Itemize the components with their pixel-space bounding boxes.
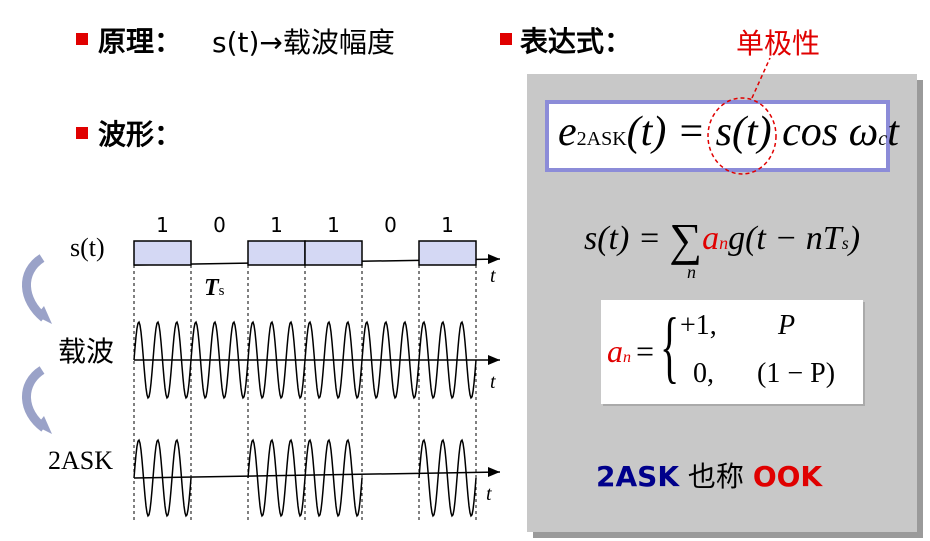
sum-lhs: s(t) = <box>584 220 670 257</box>
symbol-period-t: T <box>204 275 219 301</box>
time-axis-label: t <box>486 483 492 505</box>
ask-wave-segment <box>418 438 477 518</box>
sum-coef: an <box>702 220 728 257</box>
an-case1-value: +1, <box>680 310 717 341</box>
carrier-axis-arrow <box>488 355 500 365</box>
arrow-to-carrier <box>22 254 48 322</box>
unipolar-note: 单极性 <box>736 27 821 60</box>
symbol-period-label: Ts <box>204 275 225 302</box>
main-eq-rhs-sub: c <box>878 128 888 150</box>
ask-time-axis <box>133 471 501 479</box>
bit-value-label: 0 <box>384 213 397 237</box>
an-definition-box <box>601 300 863 404</box>
bit-value-label: 1 <box>156 213 169 237</box>
sum-rhs: g(t − nT <box>728 220 842 257</box>
sum-equation: s(t) = ∑ang(t − nTs) <box>584 213 860 266</box>
bit-pulse <box>418 240 477 266</box>
main-eq-lhs-sub: 2ASK <box>576 128 627 150</box>
an-brace: { <box>660 303 680 391</box>
an-case2-prob: (1 − P) <box>757 358 836 389</box>
ook-note: 2ASK 也称 OOK <box>596 455 822 495</box>
an-lhs-sub: n <box>623 349 631 366</box>
bit-value-label: 1 <box>441 213 454 237</box>
sum-rhs-sub: s <box>841 233 849 253</box>
principle-heading: 原理： <box>98 25 183 58</box>
an-case2-value: 0, <box>693 358 714 389</box>
signal-axis-arrow <box>488 254 500 264</box>
sum-close: ) <box>848 220 861 257</box>
bit-pulse <box>133 240 192 266</box>
bit-pulse <box>247 240 306 266</box>
sum-index: n <box>687 262 696 282</box>
sum-sigma: ∑ <box>669 214 703 265</box>
bit-value-label: 1 <box>327 213 340 237</box>
expression-heading: 表达式： <box>520 25 633 58</box>
ook-middle: 也称 <box>679 460 753 493</box>
ask-label: 2ASK <box>48 446 114 475</box>
bit-pulse <box>304 240 363 266</box>
time-axis-label: t <box>490 265 496 287</box>
an-lhs-a: a <box>607 333 623 369</box>
bit-value-label: 0 <box>213 213 226 237</box>
waveform-heading: 波形： <box>98 118 183 151</box>
main-eq-lhs: e <box>558 109 577 155</box>
ask-wave-segment <box>247 438 306 518</box>
an-case1-prob: P <box>778 310 796 341</box>
sum-coef-sub: n <box>719 233 729 253</box>
signal-label: s(t) <box>70 233 105 262</box>
sum-coef-a: a <box>702 220 720 257</box>
carrier-label: 载波 <box>58 335 115 368</box>
bullet-expression <box>500 33 512 45</box>
symbol-period-sub: s <box>218 283 225 299</box>
arrow-head-carrier <box>36 306 52 324</box>
time-axis-label: t <box>490 371 496 393</box>
principle-value: s(t)→载波幅度 <box>212 26 395 59</box>
bullet-principle <box>76 33 88 45</box>
ask-axis-arrow <box>488 467 500 477</box>
ask-wave-segment <box>304 438 363 518</box>
an-equals: = <box>636 333 655 369</box>
arrow-head-2ask <box>36 416 52 434</box>
ook-suffix: OOK <box>752 460 823 493</box>
main-eq-tail: t <box>887 109 899 155</box>
bullet-waveform <box>76 127 88 139</box>
an-lhs: an <box>607 333 631 370</box>
ook-prefix: 2ASK <box>596 460 680 493</box>
arrow-to-2ask <box>22 366 47 432</box>
bit-value-label: 1 <box>270 213 283 237</box>
